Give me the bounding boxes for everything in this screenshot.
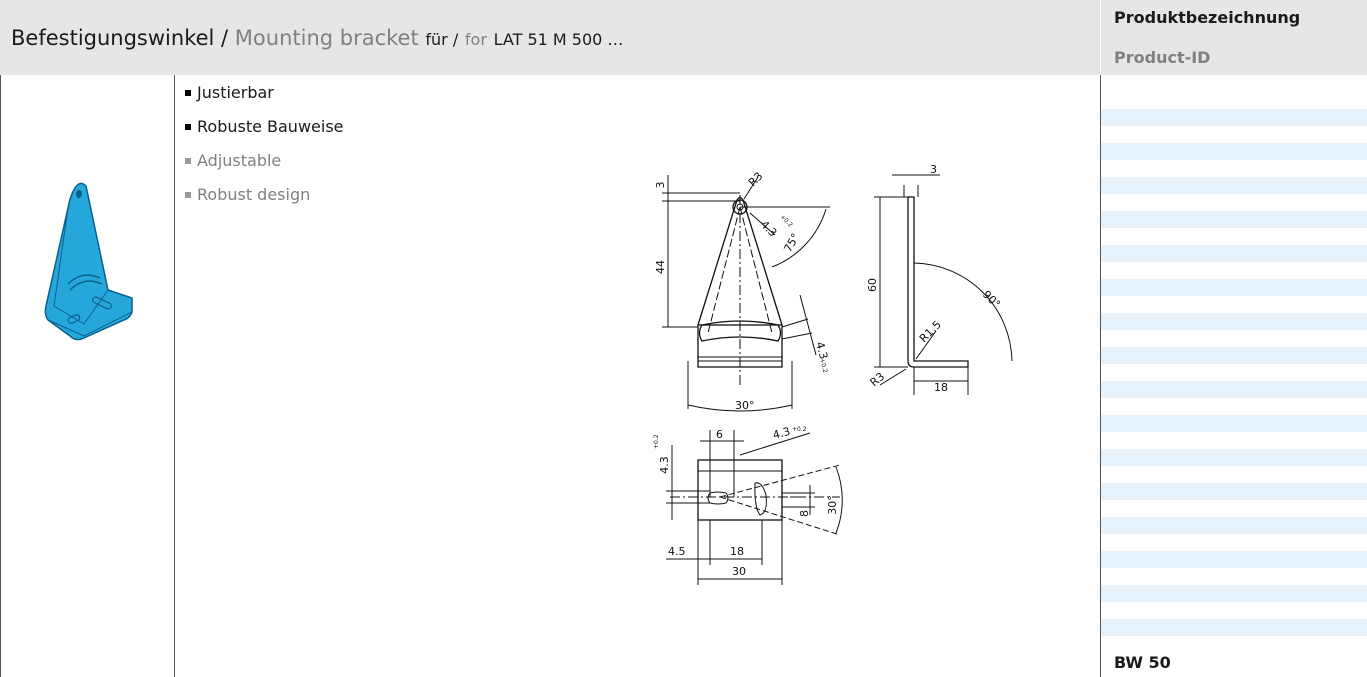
svg-text:R3: R3 bbox=[746, 170, 766, 190]
svg-text:44: 44 bbox=[654, 260, 667, 274]
title-en: Mounting bracket bbox=[234, 25, 419, 50]
svg-text:+0.2: +0.2 bbox=[818, 358, 829, 374]
svg-text:4.5: 4.5 bbox=[668, 545, 686, 558]
svg-text:18: 18 bbox=[934, 381, 948, 394]
feature-list: Justierbar Robuste Bauweise Adjustable R… bbox=[185, 76, 344, 212]
svg-text:4.3: 4.3 bbox=[758, 218, 780, 240]
svg-text:6: 6 bbox=[716, 428, 723, 441]
technical-drawing: 3 44 R3 4.3 +0.2 75° 4.3 +0.2 30° 3 60 9… bbox=[653, 163, 1013, 585]
front-view-labels: 3 44 R3 4.3 +0.2 75° 4.3 +0.2 30° bbox=[654, 170, 830, 412]
svg-text:30°: 30° bbox=[826, 495, 839, 515]
for-en: for bbox=[464, 29, 487, 49]
front-view bbox=[662, 175, 830, 412]
svg-text:+0.2: +0.2 bbox=[792, 426, 807, 433]
product-id-header: Produktbezeichnung Product-ID bbox=[1101, 0, 1367, 75]
side-view-labels: 3 60 90° R1.5 R3 18 bbox=[866, 163, 1003, 394]
side-view bbox=[874, 174, 1013, 395]
svg-text:30: 30 bbox=[732, 565, 746, 578]
bottom-view-labels: 4.3 +0.2 6 4.3 +0.2 30° 8 4.5 18 30 bbox=[653, 425, 839, 578]
list-item: Adjustable bbox=[185, 144, 344, 178]
column-divider bbox=[174, 75, 175, 677]
svg-text:90°: 90° bbox=[980, 288, 1003, 311]
column-divider bbox=[0, 75, 1, 677]
svg-text:4.3: 4.3 bbox=[813, 340, 830, 360]
svg-text:3: 3 bbox=[930, 163, 937, 176]
svg-text:4.3: 4.3 bbox=[771, 425, 791, 442]
title-de: Befestigungswinkel / bbox=[11, 25, 229, 50]
svg-text:18: 18 bbox=[730, 545, 744, 558]
page-title: Befestigungswinkel / Mounting bracket fü… bbox=[11, 26, 623, 50]
product-label-de: Produktbezeichnung bbox=[1114, 8, 1301, 27]
table-header: Befestigungswinkel / Mounting bracket fü… bbox=[0, 0, 1100, 75]
model-name: LAT 51 M 500 … bbox=[493, 29, 624, 49]
product-id: BW 50 bbox=[1114, 653, 1171, 672]
svg-text:+0.2: +0.2 bbox=[779, 213, 794, 228]
svg-text:3: 3 bbox=[654, 182, 667, 189]
svg-text:60: 60 bbox=[866, 278, 879, 292]
svg-text:30°: 30° bbox=[735, 399, 755, 412]
bottom-view bbox=[666, 430, 843, 585]
svg-text:+0.2: +0.2 bbox=[653, 434, 660, 449]
svg-text:R3: R3 bbox=[868, 370, 888, 389]
list-item: Robust design bbox=[185, 178, 344, 212]
svg-text:8: 8 bbox=[798, 510, 811, 517]
svg-text:4.3: 4.3 bbox=[658, 456, 671, 474]
bracket-image bbox=[44, 182, 133, 341]
list-item: Robuste Bauweise bbox=[185, 110, 344, 144]
column-divider bbox=[1100, 75, 1101, 677]
list-item: Justierbar bbox=[185, 76, 344, 110]
product-label-en: Product-ID bbox=[1114, 48, 1211, 67]
svg-text:R1.5: R1.5 bbox=[917, 318, 944, 345]
for-de: für / bbox=[425, 29, 459, 49]
product-id-column bbox=[1101, 75, 1367, 677]
